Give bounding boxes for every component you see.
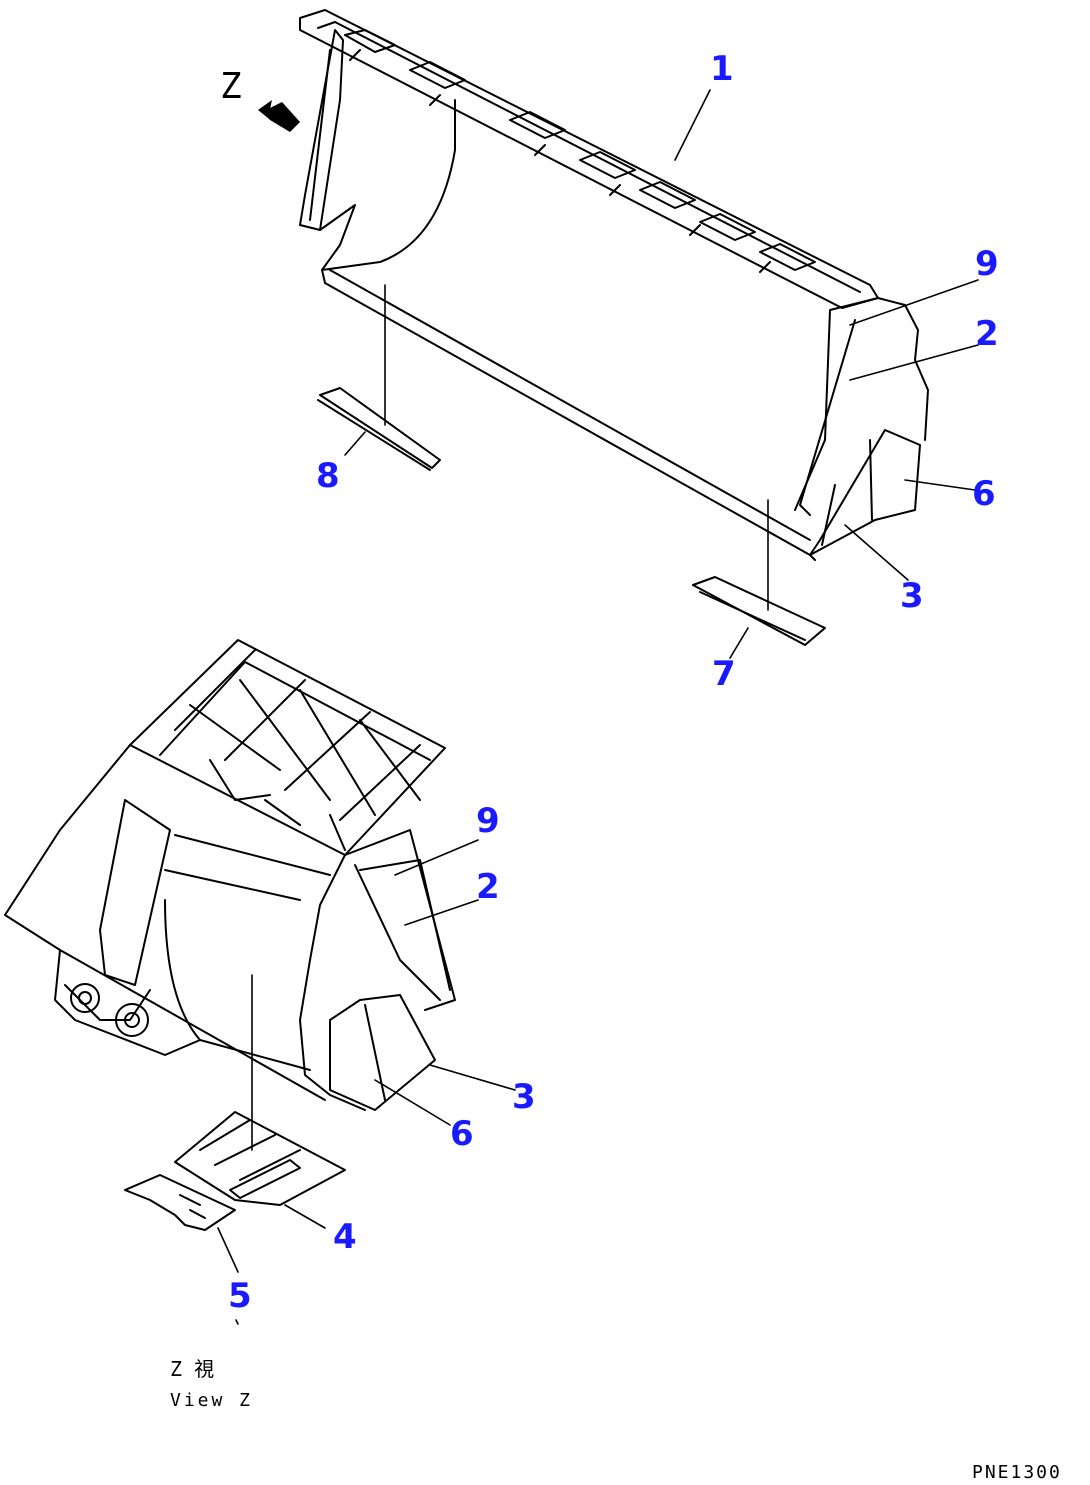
callout-8: 8 [316,456,340,496]
callout-7: 7 [712,654,736,694]
view-z-arrow-icon [258,100,300,132]
callout-2-top: 2 [975,314,999,354]
callout-3-top: 3 [900,576,924,616]
callout-3-bottom: 3 [512,1077,536,1117]
callout-9-top: 9 [975,244,999,284]
callout-6-top: 6 [972,474,996,514]
callout-4: 4 [333,1217,357,1257]
callout-2-bottom: 2 [476,867,500,907]
part-4-plate [174,1111,346,1229]
part-8-liner [317,387,441,471]
callout-9-bottom: 9 [476,801,500,841]
drawing-code: PNE1300 [972,1462,1062,1483]
bucket-view-z [4,639,516,1151]
part-7-liner [692,576,826,659]
callout-1: 1 [710,49,734,89]
view-caption-en: View Z [170,1390,253,1411]
view-marker-z: Z [220,66,242,107]
callout-5: 5 [228,1276,252,1316]
part-5-plate [124,1174,239,1325]
bucket-front-view [299,9,979,611]
callout-6-bottom: 6 [450,1114,474,1154]
view-caption-jp: Z 視 [170,1357,214,1381]
